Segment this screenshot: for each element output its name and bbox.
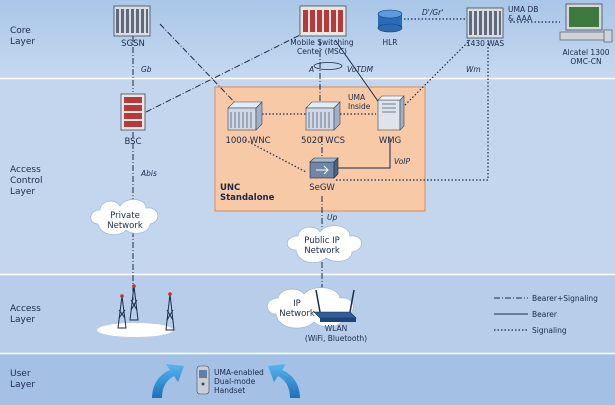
wmg-label: WMG — [379, 136, 401, 146]
wnc-node — [227, 101, 263, 131]
segw-node — [309, 157, 339, 179]
bsc-msc-link — [145, 29, 311, 113]
voip-link — [338, 138, 391, 169]
wcs-label: 5020 WCS — [301, 136, 345, 146]
votdm-link — [334, 39, 381, 105]
bsc-node — [120, 93, 146, 131]
up-arrow-left-icon — [152, 364, 184, 398]
up-arrow-right-icon — [268, 364, 300, 398]
cell-towers-icon — [97, 284, 175, 337]
wnc-label: 1000 WNC — [225, 136, 270, 146]
handset-icon — [196, 365, 210, 395]
hlr-node — [377, 9, 403, 33]
public-ip-network-cloud — [286, 225, 362, 264]
omc-workstation-icon — [559, 3, 613, 43]
sgsn-wnc-link — [159, 23, 241, 109]
wlan-router-icon — [313, 289, 357, 322]
wlan-label: WLAN(WiFi, Bluetooth) — [305, 324, 367, 343]
wm-label: Wm — [466, 65, 481, 74]
user-layer-band — [0, 354, 615, 405]
legend-signaling: Signaling — [532, 326, 567, 335]
uma-db-label: UMA DB& AAA — [508, 5, 538, 23]
dgr-label: D'/Gr' — [422, 8, 443, 17]
wnc-segw-link — [244, 139, 307, 173]
sgsn-node — [113, 5, 151, 37]
sgsn-label: SGSN — [121, 39, 145, 49]
legend-bearer-signaling: Bearer+Signaling — [532, 294, 598, 303]
was-node — [466, 7, 504, 39]
legend-bearer: Bearer — [532, 310, 558, 319]
up-label: Up — [327, 213, 337, 222]
was-label: 1430 WAS — [466, 39, 505, 48]
segw-label: SeGW — [309, 183, 335, 193]
wcs-node — [305, 101, 341, 131]
wmg-was-link — [399, 39, 471, 111]
wm-link — [336, 40, 489, 181]
legend: Bearer+Signaling Bearer Signaling — [494, 294, 598, 335]
abis-label: Abis — [140, 169, 157, 178]
a-label: A — [308, 65, 314, 74]
hlr-label: HLR — [382, 38, 397, 47]
voip-label: VoIP — [394, 157, 410, 166]
private-network-cloud — [90, 199, 159, 236]
msc-node — [299, 5, 347, 37]
gb-label: Gb — [141, 65, 152, 74]
votdm-label: VoTDM — [347, 65, 374, 74]
bsc-label: BSC — [124, 137, 141, 147]
wmg-node — [377, 95, 405, 131]
